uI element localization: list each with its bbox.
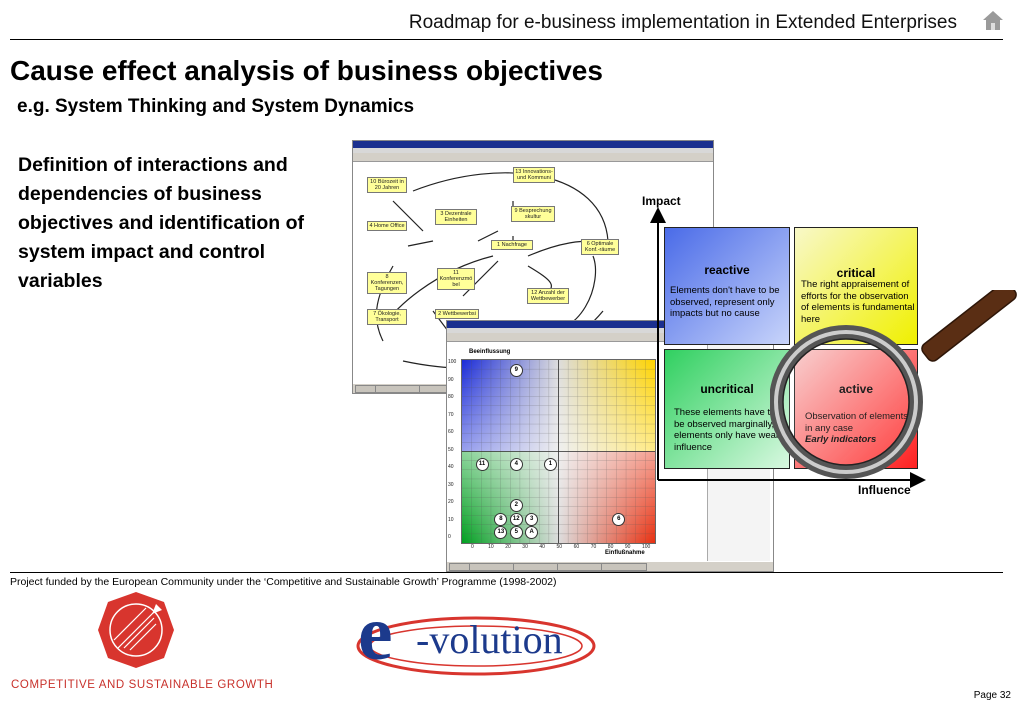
e-volution-logo-letter: e xyxy=(358,589,393,676)
heatmap-bubble: 4 xyxy=(509,457,523,471)
heatmap-bubble: 12 xyxy=(509,512,523,526)
quadrant-uncritical-title: uncritical xyxy=(700,382,754,396)
start-button xyxy=(449,563,471,571)
window-toolbar xyxy=(447,333,773,342)
heatmap-bubble: 8 xyxy=(494,512,508,526)
page-title: Cause effect analysis of business object… xyxy=(10,55,603,86)
node-10: 10 Bürozeit in 20 Jahren xyxy=(367,177,407,193)
heatmap-x-tick: 30 xyxy=(522,544,528,550)
page-subtitle: e.g. System Thinking and System Dynamics xyxy=(17,96,415,117)
heatmap-y-tick: 10 xyxy=(448,516,454,523)
heatmap-x-tick: 0 xyxy=(471,544,474,550)
taskbar-item xyxy=(375,385,421,393)
heatmap-y-tick: 100 xyxy=(448,359,457,365)
heatmap-x-tick: 20 xyxy=(505,544,511,550)
home-icon[interactable] xyxy=(982,9,1004,31)
heatmap-bubble: 2 xyxy=(509,499,523,513)
heatmap-x-label: Einflußnahme xyxy=(605,550,645,556)
definition-text: Definition of interactions and dependenc… xyxy=(18,154,305,292)
magnifying-glass-icon xyxy=(770,290,1017,479)
window-titlebar xyxy=(353,141,713,148)
quadrant-uncritical: uncritical These elements have to be obs… xyxy=(664,349,790,469)
header-title: Roadmap for e-business implementation in… xyxy=(408,12,957,33)
competitive-growth-logo xyxy=(98,592,174,668)
window-titlebar xyxy=(447,321,773,328)
heatmap-y-tick: 20 xyxy=(448,499,454,505)
node-1: 1 Nachfrage xyxy=(491,240,533,250)
heatmap-y-tick: 60 xyxy=(448,429,454,435)
e-volution-logo: e -volution xyxy=(356,589,608,682)
heatmap-bubble: 6 xyxy=(612,512,626,526)
window-menubar xyxy=(353,148,713,153)
e-volution-logo-word: -volution xyxy=(416,617,563,662)
quadrant-active-description: Observation of elements in any case xyxy=(805,411,908,434)
heatmap-bubble: A xyxy=(525,526,539,539)
heatmap-x-tick: 80 xyxy=(607,544,614,550)
quadrant-reactive-title: reactive xyxy=(704,263,750,277)
heatmap-bubble: 5 xyxy=(509,526,523,539)
quadrant-critical: critical The right appraisement of effor… xyxy=(794,227,918,345)
funding-note: Project funded by the European Community… xyxy=(10,576,557,588)
heatmap-bubble: 1 xyxy=(543,457,557,471)
node-2: 2 Wettbewerbsi xyxy=(435,309,479,319)
node-8: 8 Konferenzen, Tagungen xyxy=(367,272,407,294)
footer-rule xyxy=(10,572,1003,573)
taskbar-item xyxy=(601,563,647,571)
heatmap-x-tick: 100 xyxy=(642,544,651,550)
heatmap-x-tick: 10 xyxy=(488,544,494,550)
window-toolbar xyxy=(353,153,713,162)
influence-axis-label: Influence xyxy=(858,483,911,497)
page-number: Page 32 xyxy=(973,690,1011,701)
taskbar-item xyxy=(469,563,515,571)
heatmap-y-tick: 0 xyxy=(448,534,451,540)
heatmap-y-tick: 90 xyxy=(448,376,454,383)
quadrant-active-text: Observation of elements in any case Earl… xyxy=(805,411,917,446)
node-9: 9 Besprechung skultur xyxy=(511,206,555,222)
heatmap-x-tick: 50 xyxy=(556,544,563,550)
quadrant-active-title: active xyxy=(838,382,874,396)
node-4: 4 Home Office xyxy=(367,221,407,231)
quadrant-reactive: reactive Elements don't have to be obser… xyxy=(664,227,790,345)
quadrant-axes xyxy=(650,207,926,488)
heatmap-x-tick: 90 xyxy=(624,544,631,550)
heatmap-y-tick: 80 xyxy=(448,394,454,400)
node-12: 12 Anzahl der Wettbewerber xyxy=(527,288,569,304)
node-3: 3 Dezentrale Einheiten xyxy=(435,209,477,225)
heatmap-bubble: 3 xyxy=(525,512,539,526)
heatmap-y-tick: 40 xyxy=(448,464,454,470)
header-rule xyxy=(10,39,1003,40)
heatmap-y-label: Beeinflussung xyxy=(469,349,511,355)
heatmap-bubble: 13 xyxy=(494,526,508,539)
start-button xyxy=(355,385,377,393)
node-13: 13 Innovations- und Kommuni xyxy=(513,167,555,183)
heatmap-bubble: 9 xyxy=(509,364,523,377)
heatmap-y-tick: 50 xyxy=(448,446,454,453)
quadrant-uncritical-text: These elements have to be observed margi… xyxy=(674,407,781,453)
taskbar-item xyxy=(513,563,559,571)
quadrant-reactive-text: Elements don't have to be observed, repr… xyxy=(670,285,780,319)
node-7: 7 Ökologie, Transport xyxy=(367,309,407,325)
node-6: 6 Optimale Konf.-räume xyxy=(581,239,619,255)
heatmap-bubble: 11 xyxy=(475,457,489,471)
heatmap-y-tick: 30 xyxy=(448,481,454,488)
heatmap-x-tick: 40 xyxy=(539,544,545,550)
node-11: 11 Konferenzmö bel xyxy=(437,268,475,290)
taskbar-item xyxy=(557,563,603,571)
impact-axis-label: Impact xyxy=(642,194,681,208)
competitive-growth-logo-text: COMPETITIVE AND SUSTAINABLE GROWTH xyxy=(11,679,274,691)
window-menubar xyxy=(447,328,773,333)
heatmap-x-tick: 60 xyxy=(573,544,580,550)
early-indicators-label: Early indicators xyxy=(805,434,877,445)
quadrant-critical-title: critical xyxy=(836,266,876,280)
window-taskbar xyxy=(447,561,773,571)
heatmap-x-tick: 70 xyxy=(590,544,597,550)
quadrant-critical-text: The right appraisement of efforts for th… xyxy=(801,279,915,325)
heatmap-y-tick: 70 xyxy=(448,411,454,418)
